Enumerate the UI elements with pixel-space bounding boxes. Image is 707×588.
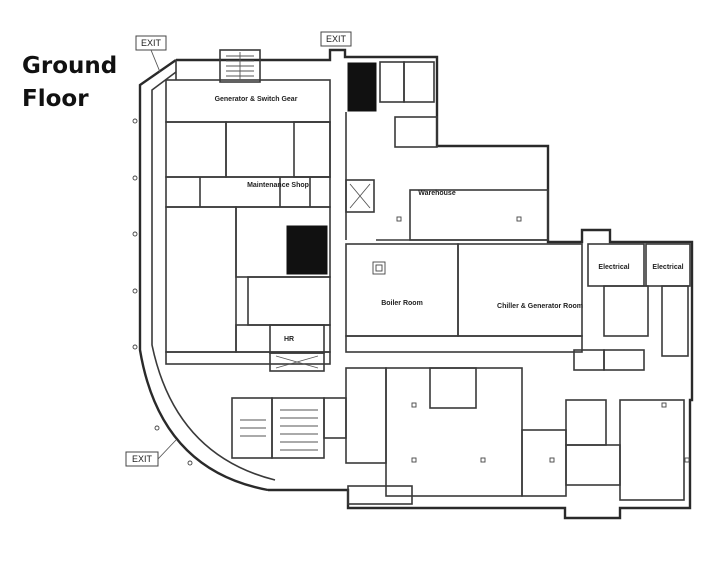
exit-sign-bottom-left: EXIT xyxy=(125,439,177,467)
room-label-boiler: Boiler Room xyxy=(381,300,423,307)
exit-label-top-center: EXIT xyxy=(326,34,347,44)
exit-sign-top-left: EXIT xyxy=(135,35,167,73)
shaft-middle xyxy=(286,225,328,275)
exit-label-top-left: EXIT xyxy=(141,38,162,48)
room-label-maintenance: Maintenance Shop xyxy=(247,182,309,189)
exit-sign-top-center: EXIT xyxy=(320,31,352,47)
top-stair xyxy=(219,49,261,83)
east-block xyxy=(345,243,691,371)
columns xyxy=(132,118,690,466)
room-label-electrical-2: Electrical xyxy=(652,264,683,271)
room-label-electrical-1: Electrical xyxy=(598,264,629,271)
room-label-generator: Generator & Switch Gear xyxy=(215,96,298,103)
lower-stair xyxy=(231,397,347,459)
floor-title-line1: Ground xyxy=(22,53,118,79)
floor-title: Ground Floor xyxy=(22,50,117,116)
shaft-top xyxy=(347,62,377,112)
room-label-hr: HR xyxy=(284,336,294,343)
center-rooms xyxy=(345,61,549,241)
room-label-warehouse: Warehouse xyxy=(418,190,456,197)
left-wing xyxy=(165,79,331,365)
exit-label-bottom-left: EXIT xyxy=(132,454,153,464)
floor-title-line2: Floor xyxy=(22,86,89,112)
south-block xyxy=(345,367,685,505)
room-label-chiller: Chiller & Generator Room xyxy=(497,303,583,310)
hr-area xyxy=(269,324,325,372)
outer-walls xyxy=(138,48,694,520)
